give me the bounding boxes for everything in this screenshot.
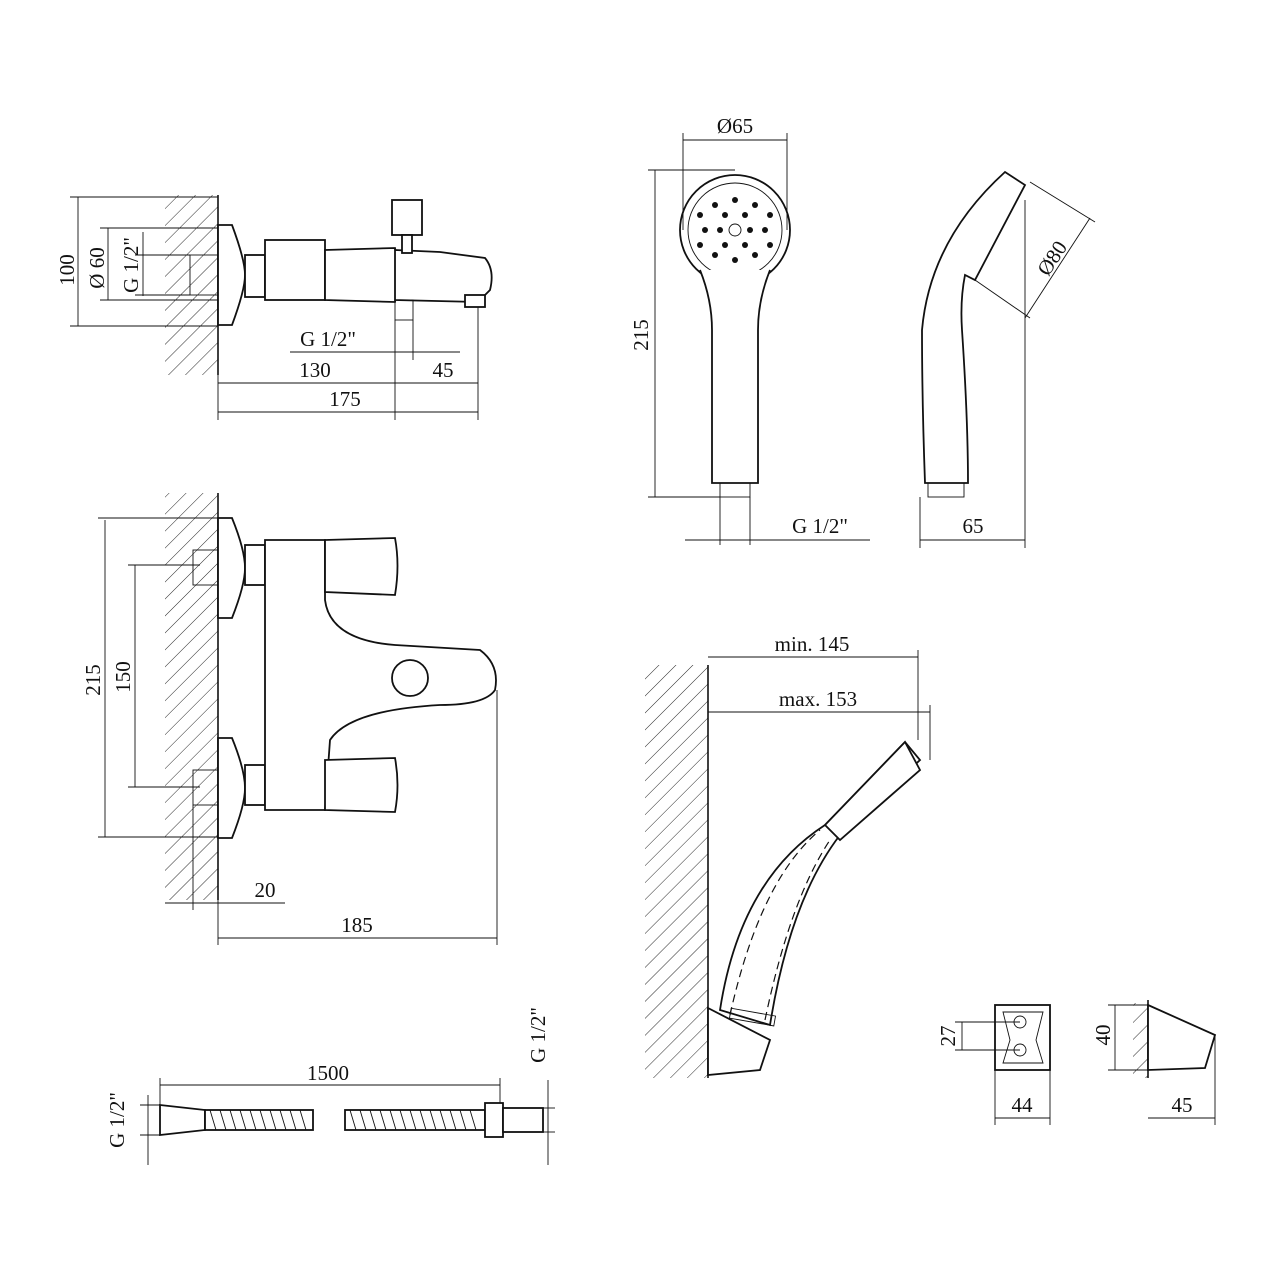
dim-hose-thread-left: G 1/2" bbox=[105, 1092, 129, 1148]
dim-height-215: 215 bbox=[81, 664, 105, 696]
holder-front-view: 27 44 bbox=[936, 1004, 1051, 1125]
dim-holder-40: 40 bbox=[1091, 1025, 1115, 1046]
hand-shower-front-view: Ø65 215 G 1/2" bbox=[629, 114, 870, 545]
wall-hatch bbox=[165, 195, 218, 375]
bath-mixer-side-view: 100 Ø 60 G 1/2" G 1/2" 130 45 175 bbox=[55, 195, 493, 420]
shower-hose: 1500 G 1/2" G 1/2" bbox=[105, 1007, 555, 1165]
dim-depth-185: 185 bbox=[341, 913, 373, 937]
dim-height-100: 100 bbox=[55, 254, 79, 286]
hand-shower-side-view: Ø80 65 bbox=[919, 170, 1096, 548]
dim-thread-inlet: G 1/2" bbox=[119, 237, 143, 293]
dim-head-diameter-80: Ø80 bbox=[1032, 236, 1072, 279]
dim-depth-65: 65 bbox=[963, 514, 984, 538]
dim-holder-45: 45 bbox=[1172, 1093, 1193, 1117]
wall-hatch bbox=[165, 493, 218, 900]
dim-handle-thread: G 1/2" bbox=[792, 514, 848, 538]
dim-length-215: 215 bbox=[629, 319, 653, 351]
dim-holder-27: 27 bbox=[936, 1026, 960, 1047]
holder-side-view: 40 45 bbox=[1091, 1000, 1217, 1125]
dim-hose-thread-right: G 1/2" bbox=[526, 1007, 550, 1063]
dim-spout-130: 130 bbox=[299, 358, 331, 382]
dim-holder-44: 44 bbox=[1012, 1093, 1034, 1117]
dim-hose-length: 1500 bbox=[307, 1061, 349, 1085]
dim-head-diameter: Ø65 bbox=[717, 114, 753, 138]
dim-eccentric-20: 20 bbox=[255, 878, 276, 902]
dim-min-145: min. 145 bbox=[775, 632, 850, 656]
bath-mixer-front-view: 215 150 20 185 bbox=[81, 493, 498, 945]
wall-hatch bbox=[645, 665, 708, 1078]
wall-holder-mounted-view: min. 145 max. 153 bbox=[645, 632, 931, 1078]
dim-thread-outlet: G 1/2" bbox=[300, 327, 356, 351]
dim-diameter-60: Ø 60 bbox=[85, 247, 109, 288]
dim-inlet-spacing-150: 150 bbox=[111, 661, 135, 693]
dim-total-175: 175 bbox=[329, 387, 361, 411]
dim-outlet-45: 45 bbox=[433, 358, 454, 382]
dim-max-153: max. 153 bbox=[779, 687, 857, 711]
